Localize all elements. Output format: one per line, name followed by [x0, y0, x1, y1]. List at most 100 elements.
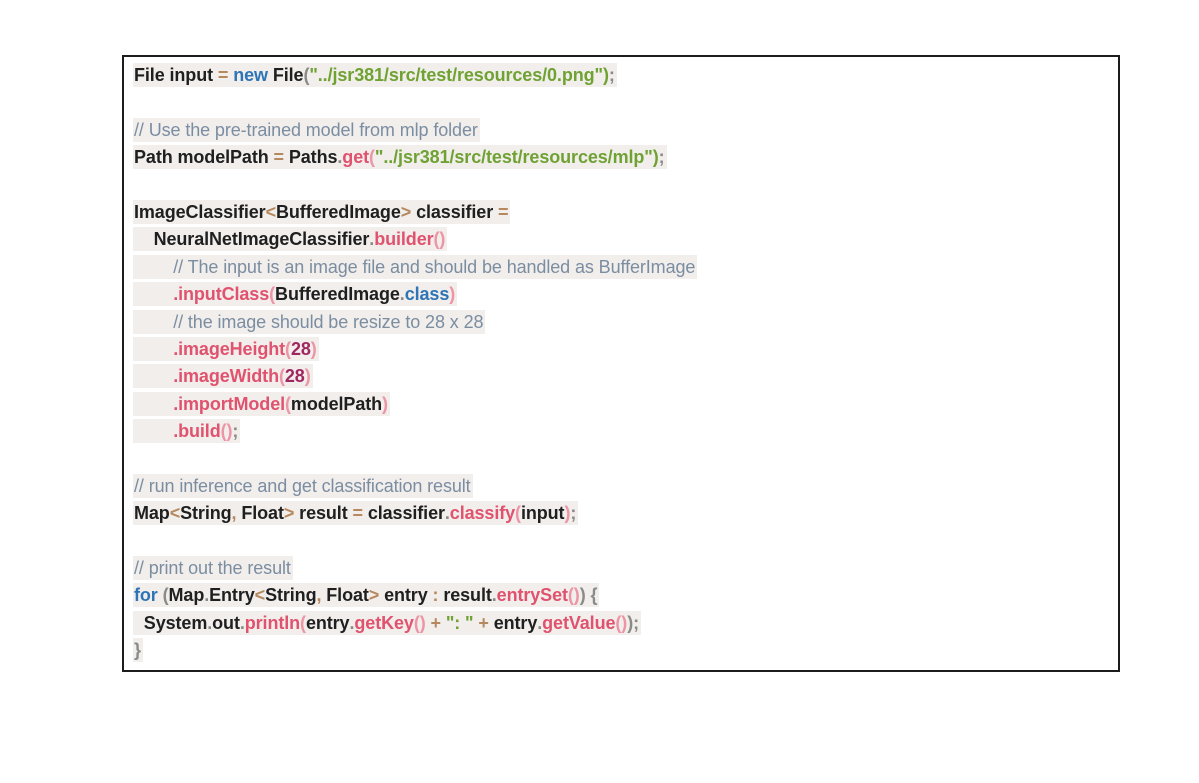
code-line-highlight: // Use the pre-trained model from mlp fo… — [133, 117, 480, 142]
code-line — [133, 172, 1110, 199]
code-line — [133, 89, 1110, 116]
code-token: ( — [285, 338, 291, 359]
code-line-highlight: .imageHeight(28) — [133, 336, 319, 361]
code-token: < — [254, 585, 266, 606]
code-token: () — [615, 612, 628, 633]
code-token: ": " — [445, 612, 474, 633]
code-token: > — [283, 503, 300, 524]
code-line — [133, 445, 1110, 472]
code-line-highlight: // the image should be resize to 28 x 28 — [133, 309, 486, 334]
code-token: . — [337, 147, 343, 168]
code-token: ) — [304, 366, 311, 387]
code-token: NeuralNetImageClassifier — [134, 229, 370, 250]
code-token: , — [231, 503, 242, 524]
code-token: Entry — [209, 585, 255, 606]
code-line: Path modelPath = Paths.get("../jsr381/sr… — [133, 144, 1110, 171]
code-token: ) — [449, 284, 456, 305]
code-token: . — [207, 612, 213, 633]
code-line-highlight: .imageWidth(28) — [133, 364, 313, 389]
code-line — [133, 528, 1110, 555]
code-line: // run inference and get classification … — [133, 473, 1110, 500]
code-token — [134, 339, 173, 359]
code-line: // print out the result — [133, 555, 1110, 582]
code-token: () — [413, 612, 426, 633]
code-token: 28 — [284, 366, 305, 387]
code-token: ) — [564, 503, 571, 524]
code-token: < — [265, 201, 277, 222]
code-token: classifier — [416, 201, 499, 222]
code-token: > — [368, 585, 385, 606]
code-token: .build — [173, 421, 221, 442]
code-token: = — [352, 503, 368, 524]
code-token: . — [491, 585, 497, 606]
code-token: ); — [627, 612, 639, 633]
code-line: // Use the pre-trained model from mlp fo… — [133, 117, 1110, 144]
code-line-highlight: } — [133, 638, 143, 663]
code-token: // run inference and get classification … — [134, 475, 471, 496]
code-token: System — [134, 612, 208, 633]
code-token: Map — [134, 503, 170, 524]
code-token: String — [180, 503, 232, 524]
code-token: ( — [162, 585, 169, 606]
code-token: Path modelPath — [134, 147, 274, 168]
code-token: entry — [384, 585, 433, 606]
code-line-highlight: // run inference and get classification … — [133, 473, 473, 498]
code-token: + — [473, 612, 494, 633]
code-token: = — [498, 201, 509, 222]
code-token: ( — [300, 612, 306, 633]
code-token: () — [433, 229, 446, 250]
code-token: = — [273, 147, 289, 168]
code-token: . — [349, 612, 355, 633]
code-token: // The input is an image file and should… — [134, 256, 696, 277]
code-token: "../jsr381/src/test/resources/0.png" — [309, 65, 603, 85]
code-token: () — [567, 585, 580, 606]
code-token: , — [316, 585, 327, 606]
code-line: // the image should be resize to 28 x 28 — [133, 309, 1110, 336]
code-token: Float — [326, 585, 369, 606]
code-token: getKey — [354, 612, 414, 633]
code-line-highlight: Map<String, Float> result = classifier.c… — [133, 501, 579, 526]
code-line-highlight: for (Map.Entry<String, Float> entry : re… — [133, 583, 600, 608]
code-token: classifier — [367, 503, 445, 524]
code-token: println — [244, 612, 301, 633]
code-line-highlight: .build(); — [133, 419, 241, 444]
code-token: modelPath — [290, 393, 383, 414]
code-token: . — [239, 612, 245, 633]
code-token: input — [520, 503, 565, 524]
code-token: ) — [310, 338, 317, 359]
code-token: . — [399, 284, 405, 305]
code-token: 28 — [290, 338, 311, 359]
code-line: ImageClassifier<BufferedImage> classifie… — [133, 199, 1110, 226]
code-token: // the image should be resize to 28 x 28 — [134, 311, 484, 332]
code-snippet-box: File input = new File("../jsr381/src/tes… — [122, 55, 1120, 672]
code-token: File — [272, 65, 304, 85]
code-token: // print out the result — [134, 558, 291, 579]
code-token: ) — [652, 147, 659, 168]
code-line-highlight: ImageClassifier<BufferedImage> classifie… — [133, 199, 511, 224]
code-token: .importModel — [173, 393, 286, 414]
code-token — [134, 366, 173, 386]
code-token: classify — [449, 503, 516, 524]
code-line: Map<String, Float> result = classifier.c… — [133, 500, 1110, 527]
code-token: out — [212, 612, 240, 633]
code-token: Float — [241, 503, 284, 524]
code-token: ; — [658, 147, 665, 168]
code-token: result — [443, 585, 492, 606]
code-token: . — [369, 229, 375, 250]
code-line-highlight: System.out.println(entry.getKey() + ": "… — [133, 610, 641, 635]
code-token: () — [220, 421, 233, 442]
code-token — [134, 421, 173, 441]
code-token: ; — [570, 503, 577, 524]
code-token: BufferedImage — [276, 201, 401, 222]
code-token: ( — [269, 284, 276, 305]
code-token: get — [342, 147, 369, 168]
code-token: .imageWidth — [173, 366, 279, 387]
code-token: ( — [278, 366, 285, 387]
code-line-highlight: .importModel(modelPath) — [133, 391, 390, 416]
code-line: } — [133, 637, 1110, 664]
code-token: for — [134, 585, 163, 606]
code-token: entry — [493, 612, 538, 633]
code-line-highlight: Path modelPath = Paths.get("../jsr381/sr… — [133, 145, 667, 170]
code-line: .imageWidth(28) — [133, 363, 1110, 390]
code-token: getValue — [542, 612, 616, 633]
